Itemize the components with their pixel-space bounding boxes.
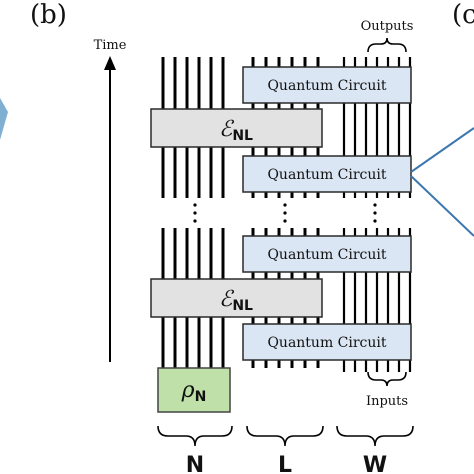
ellipsis-dot — [193, 219, 197, 223]
quantum-circuit-label: Quantum Circuit — [267, 167, 386, 183]
quantum-circuit-box: Quantum Circuit — [242, 155, 412, 193]
connector-line-upper — [410, 127, 474, 173]
inputs-label: Inputs — [366, 394, 408, 409]
register-label-n: N — [186, 453, 204, 474]
register-label-w: W — [363, 453, 387, 474]
quantum-circuit-box: Quantum Circuit — [242, 235, 412, 273]
quantum-circuit-box: Quantum Circuit — [242, 323, 412, 361]
initial-state-subscript: N — [195, 389, 207, 405]
panel-label-c: (c — [452, 0, 474, 30]
initial-state-box: ρN — [157, 367, 231, 413]
register-label-l: L — [278, 453, 292, 474]
nl-channel-symbol: ℰ — [219, 117, 235, 142]
quantum-circuit-label: Quantum Circuit — [267, 335, 386, 351]
ellipsis-dot — [373, 211, 377, 215]
quantum-circuit-label: Quantum Circuit — [267, 247, 386, 263]
nl-channel-subscript: NL — [232, 128, 253, 144]
register-brace-n — [157, 425, 233, 447]
inputs-brace — [367, 371, 407, 387]
nl-channel-symbol: ℰ — [219, 287, 235, 312]
connector-line-lower — [410, 175, 474, 237]
outputs-label: Outputs — [361, 19, 414, 34]
nl-channel-top: ℰNL — [150, 108, 323, 148]
ellipsis-dot — [193, 203, 197, 207]
svg-text:ρN: ρN — [181, 378, 207, 405]
svg-text:ℰNL: ℰNL — [219, 117, 253, 144]
left-panel-fragment — [0, 98, 8, 140]
ellipsis-dot — [283, 211, 287, 215]
quantum-circuit-label: Quantum Circuit — [267, 78, 386, 94]
nl-channel-subscript: NL — [232, 298, 253, 314]
ellipsis-dot — [373, 203, 377, 207]
outputs-brace — [367, 37, 407, 53]
register-brace-w — [336, 425, 414, 447]
time-axis-arrowhead — [104, 56, 116, 70]
ellipsis-dot — [283, 219, 287, 223]
ellipsis-dot — [373, 219, 377, 223]
nl-channel-bottom: ℰNL — [150, 278, 323, 318]
ellipsis-dot — [283, 203, 287, 207]
panel-label-b: (b) — [30, 0, 67, 30]
svg-text:ℰNL: ℰNL — [219, 287, 253, 314]
initial-state-symbol: ρ — [181, 378, 195, 403]
quantum-circuit-box: Quantum Circuit — [242, 66, 412, 104]
ellipsis-dot — [193, 211, 197, 215]
ellipsis-dots — [193, 203, 377, 223]
register-brace-l — [246, 425, 324, 447]
time-axis-label: Time — [94, 38, 127, 53]
